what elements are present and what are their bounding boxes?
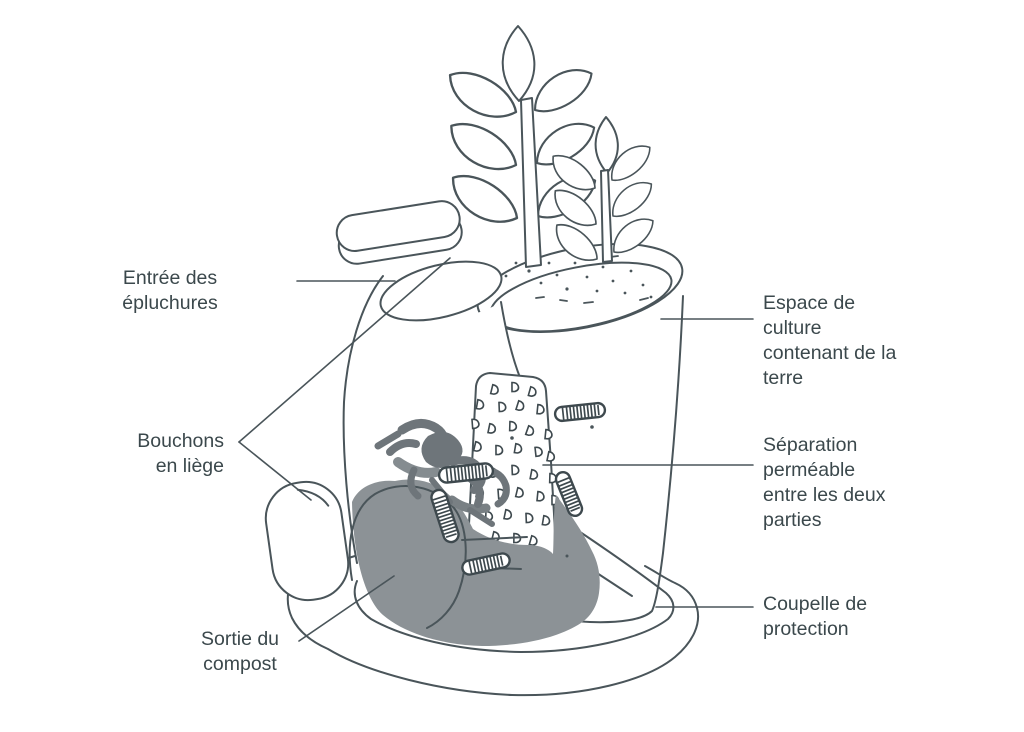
label-line: culture xyxy=(763,317,822,339)
leader-bouchons-lower xyxy=(238,441,312,501)
bin-left-edge xyxy=(342,275,384,564)
pot-right-and-bottom-edge xyxy=(540,295,684,624)
plant-large xyxy=(439,25,604,268)
label-line: protection xyxy=(763,618,849,640)
leaf xyxy=(440,111,525,184)
leader-lines xyxy=(238,257,754,642)
label-line: Espace de xyxy=(763,292,856,314)
worm xyxy=(554,470,584,518)
label-line: en liège xyxy=(155,455,224,477)
compost-mound-outline xyxy=(348,485,467,629)
label-separation-permeable: Séparation perméable entre les deux part… xyxy=(763,433,963,533)
label-bouchons-liege: Bouchons en liège xyxy=(84,429,224,479)
label-line: perméable xyxy=(763,459,856,481)
label-line: parties xyxy=(763,509,822,531)
bin-opening-rim xyxy=(379,260,503,322)
label-line: contenant de la xyxy=(763,342,897,364)
tray-outer-edge xyxy=(286,565,699,697)
top-leaf xyxy=(501,25,536,102)
stem xyxy=(520,97,542,268)
lid-top-face xyxy=(335,200,461,252)
worm xyxy=(461,552,511,576)
tray-inner-lip xyxy=(353,517,675,653)
label-line: Entrée des xyxy=(122,267,218,289)
cork-end-face-line xyxy=(296,488,330,507)
leaf xyxy=(524,58,600,122)
label-line: épluchures xyxy=(122,292,218,314)
label-line: compost xyxy=(203,653,277,675)
label-coupelle-protection: Coupelle de protection xyxy=(763,592,963,642)
worm xyxy=(430,488,460,544)
label-line: Sortie du xyxy=(200,628,280,650)
label-entree-epluchures: Entrée des épluchures xyxy=(95,266,245,316)
label-line: Bouchons xyxy=(137,430,224,452)
worm xyxy=(553,401,607,423)
label-line: entre les deux xyxy=(763,484,886,506)
leader-sortie xyxy=(298,575,395,642)
label-line: terre xyxy=(763,367,804,389)
worm xyxy=(437,462,495,484)
label-line: Coupelle de xyxy=(763,593,868,615)
worms xyxy=(430,401,607,576)
bin-right-edge xyxy=(500,301,522,381)
leader-bouchons-upper xyxy=(238,257,451,443)
label-sortie-compost: Sortie du compost xyxy=(165,627,315,677)
food-scraps xyxy=(374,419,594,558)
cork-body xyxy=(264,480,350,602)
stem xyxy=(600,169,613,263)
label-line: Séparation xyxy=(763,434,858,456)
cork-plug-side xyxy=(264,480,350,602)
leaf xyxy=(603,173,659,224)
label-espace-culture: Espace de culture contenant de la terre xyxy=(763,291,963,391)
lid-cork xyxy=(335,200,463,265)
plant-small xyxy=(544,116,660,271)
